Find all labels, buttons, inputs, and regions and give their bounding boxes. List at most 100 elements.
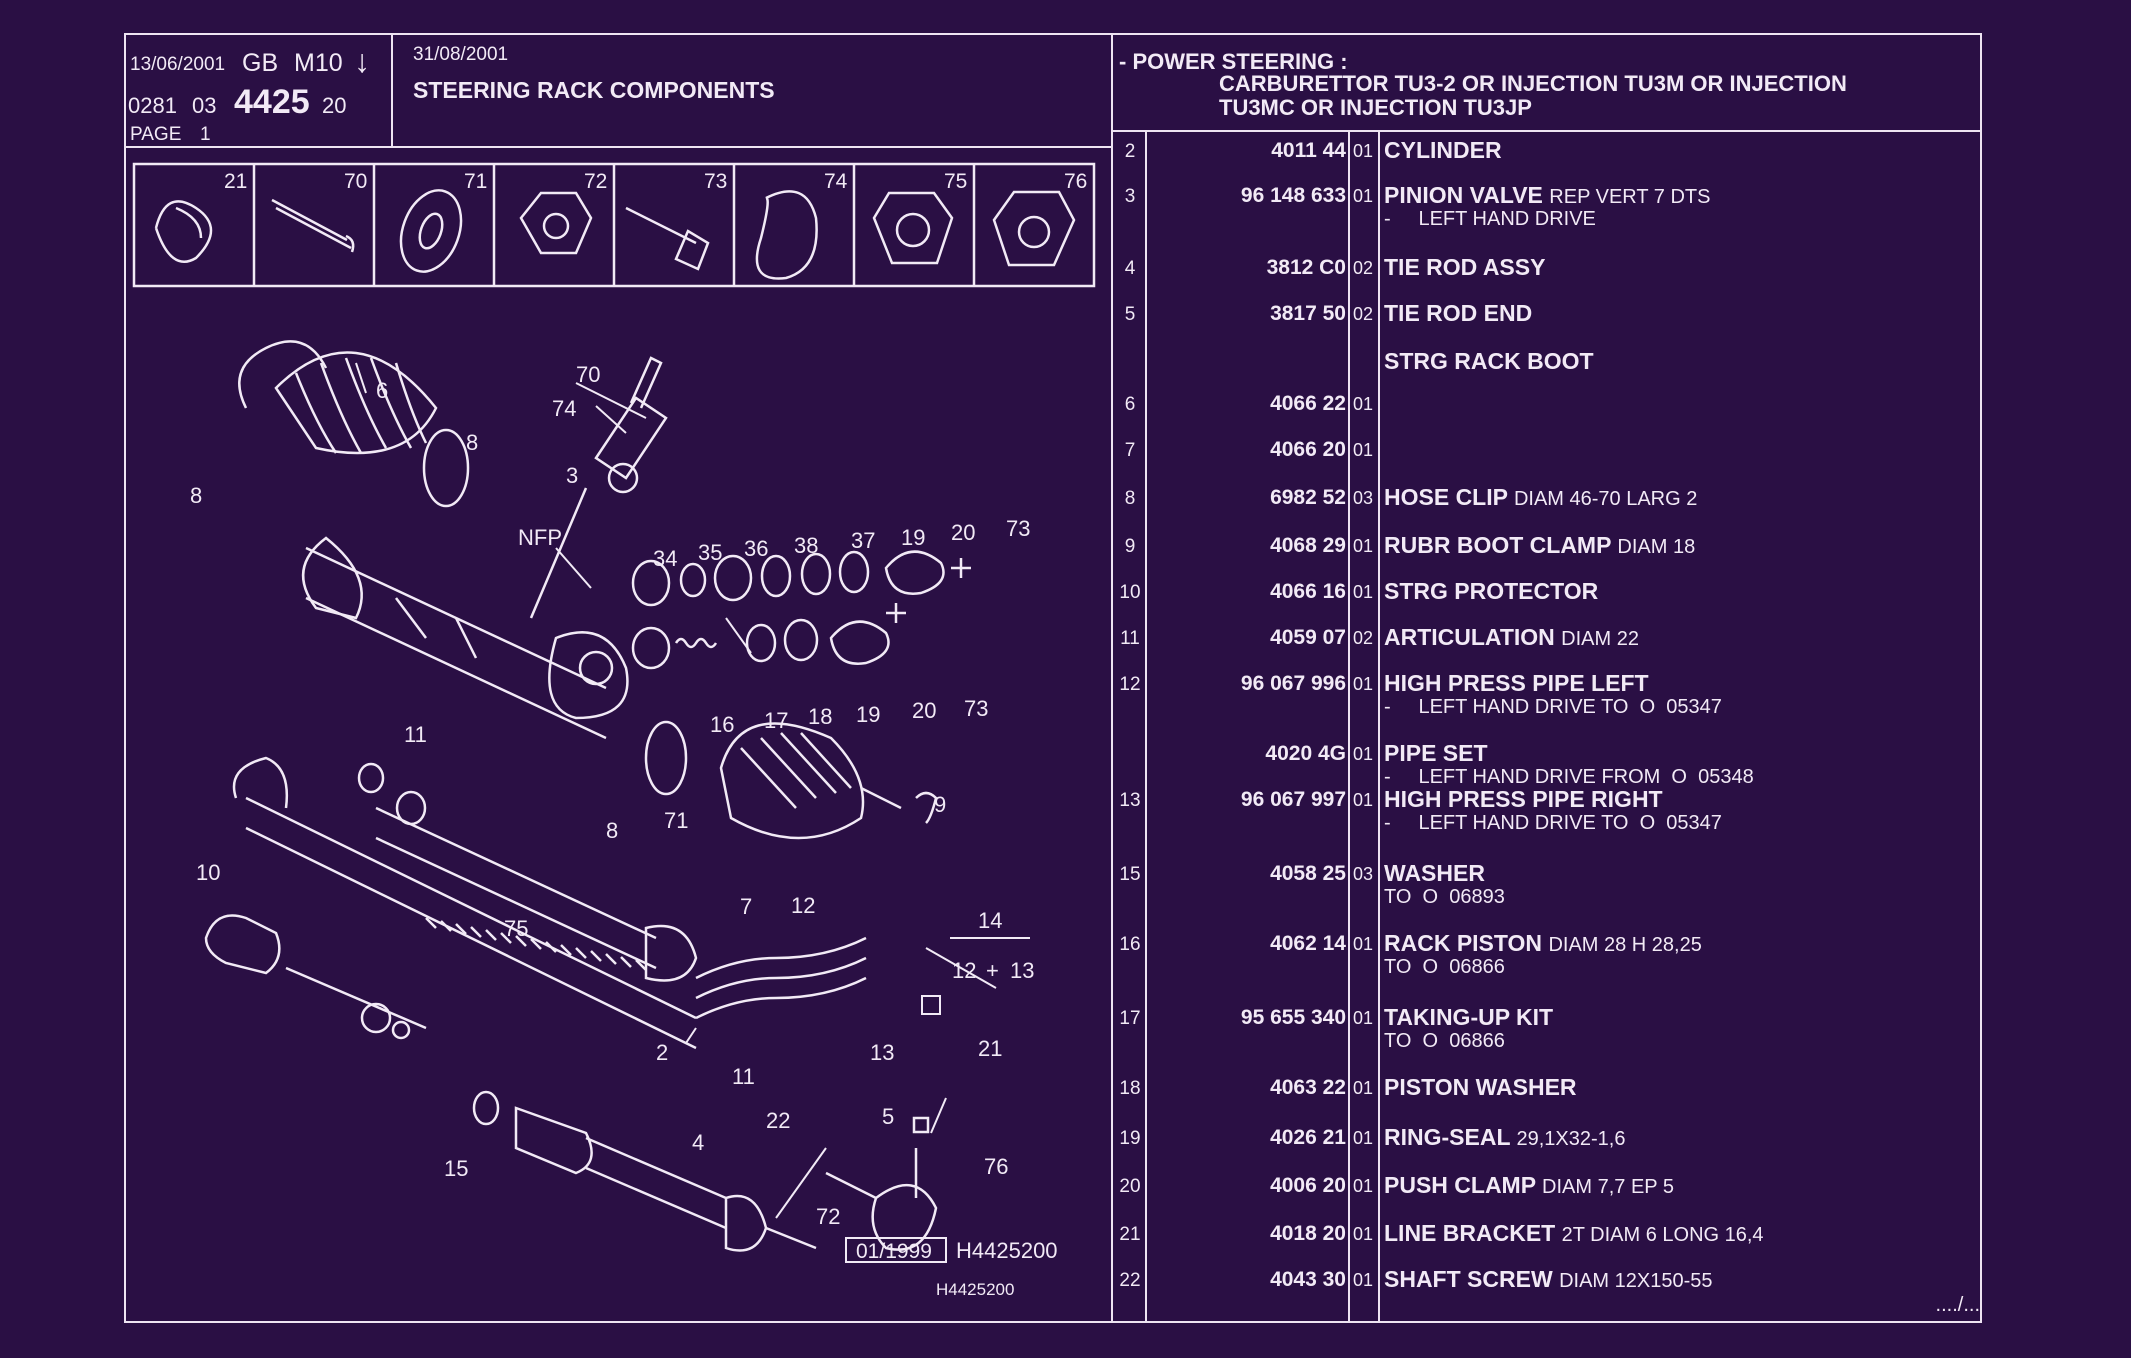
- part-description: WASHER: [1384, 860, 1485, 887]
- tie-rod-end: [825, 1116, 938, 1251]
- item-number: 6: [1124, 394, 1136, 415]
- callout-12: 12: [791, 893, 815, 918]
- date-box: [845, 1237, 947, 1263]
- footer-ref-small: H4425200: [936, 1280, 1014, 1299]
- quantity: 01: [1352, 744, 1374, 764]
- strg-protector: [204, 914, 427, 1040]
- part-reference: 4006 20: [1270, 1174, 1346, 1197]
- quantity: 01: [1352, 186, 1374, 206]
- clip-icon: [154, 200, 213, 263]
- part-reference: 96 067 997: [1240, 788, 1346, 811]
- callout-19: 19: [856, 702, 880, 727]
- part-reference: 4066 16: [1270, 580, 1346, 603]
- section-title: STEERING RACK COMPONENTS: [413, 77, 775, 103]
- callout-20: 20: [951, 520, 975, 545]
- callout-6: 6: [376, 378, 388, 403]
- part-name: ARTICULATION: [1384, 624, 1555, 650]
- item-number: 7: [1124, 440, 1136, 461]
- header-application-block: - POWER STEERING : CARBURETTOR TU3-2 OR …: [1113, 35, 1982, 132]
- market-code: GB: [242, 49, 279, 77]
- item-number: 13: [1119, 790, 1141, 811]
- exploded-diagram-svg: 21 70 71 72 73 74 75 76 6 8 8 70 74 3 NF…: [132, 162, 1096, 1299]
- part-reference: 96 067 996: [1240, 672, 1346, 695]
- callout-72: 72: [816, 1204, 840, 1229]
- quantity: 01: [1352, 790, 1374, 810]
- date-left: 13/06/2001: [130, 54, 226, 75]
- arrow-down-icon: ↓: [354, 43, 370, 79]
- part-name: STRG PROTECTOR: [1384, 578, 1599, 604]
- part-name: SHAFT SCREW: [1384, 1266, 1553, 1292]
- quantity: 01: [1352, 1224, 1374, 1244]
- quantity: 01: [1352, 582, 1374, 602]
- quantity: 02: [1352, 258, 1374, 278]
- quantity: 01: [1352, 394, 1374, 414]
- seal-stack-upper: [631, 550, 971, 607]
- callout-17: 17: [764, 708, 788, 733]
- callout-74: 74: [552, 396, 576, 421]
- part-reference: 4068 29: [1270, 534, 1346, 557]
- callout-70: 70: [576, 362, 600, 387]
- part-name: RING-SEAL: [1384, 1124, 1511, 1150]
- part-spec: DIAM 46-70 LARG 2: [1513, 488, 1698, 510]
- item-number: 16: [1119, 934, 1141, 955]
- callout-nfp: NFP: [518, 525, 562, 550]
- part-reference: 4066 22: [1270, 392, 1346, 415]
- item-number: 11: [1120, 628, 1140, 649]
- part-description: HIGH PRESS PIPE RIGHT: [1384, 786, 1663, 813]
- part-reference: 4063 22: [1270, 1076, 1346, 1099]
- part-description: TIE ROD END: [1384, 300, 1532, 327]
- quantity: 02: [1352, 628, 1374, 648]
- thumb-number-76: 76: [1064, 170, 1087, 193]
- quantity: 02: [1352, 304, 1374, 324]
- footer-date: 01/1999: [856, 1240, 932, 1263]
- item-number: 5: [1124, 304, 1136, 325]
- callout-34: 34: [653, 546, 677, 571]
- part-spec: DIAM 18: [1617, 536, 1696, 558]
- quantity: 01: [1352, 1128, 1374, 1148]
- high-pressure-pipes: [695, 936, 867, 1020]
- callout-76: 76: [984, 1154, 1008, 1179]
- callout-18: 18: [808, 704, 832, 729]
- part-reference: 4066 20: [1270, 438, 1346, 461]
- part-description: HIGH PRESS PIPE LEFT: [1384, 670, 1649, 697]
- callout-35: 35: [698, 540, 722, 565]
- callout-36: 36: [744, 536, 768, 561]
- thumb-number-74: 74: [824, 170, 848, 193]
- thumb-number-21: 21: [224, 170, 247, 193]
- part-note: TO O 06866: [1384, 956, 1505, 978]
- part-reference: 4020 4G: [1265, 742, 1346, 765]
- part-name: HIGH PRESS PIPE RIGHT: [1384, 786, 1663, 812]
- thumb-number-72: 72: [584, 170, 607, 193]
- tie-rod-assembly: [472, 1090, 817, 1252]
- callout-21: 21: [978, 1036, 1002, 1061]
- part-name: TIE ROD ASSY: [1384, 254, 1546, 280]
- part-description: PIPE SET: [1384, 740, 1488, 767]
- item-number: 15: [1119, 864, 1141, 885]
- hex-nut-icon: [519, 191, 593, 255]
- part-name: RACK PISTON: [1384, 930, 1543, 956]
- part-description: PISTON WASHER: [1384, 1074, 1577, 1101]
- part-description: RACK PISTON DIAM 28 H 28,25: [1384, 930, 1702, 957]
- item-number: 9: [1124, 536, 1136, 557]
- bolt-icon: [271, 198, 355, 253]
- callout-37: 37: [851, 528, 875, 553]
- part-reference: 4011 44: [1271, 139, 1346, 162]
- plate-number: 4425: [234, 83, 310, 121]
- callout-73: 73: [1006, 516, 1030, 541]
- thumb-number-70: 70: [344, 170, 367, 193]
- callout-14: 14: [978, 908, 1002, 933]
- spacer-icon: [755, 190, 818, 280]
- callout-20: 20: [912, 698, 936, 723]
- part-description: PUSH CLAMP DIAM 7,7 EP 5: [1384, 1172, 1674, 1199]
- part-description: RING-SEAL 29,1X32-1,6: [1384, 1124, 1625, 1151]
- thumbnail-dividers: [252, 164, 976, 286]
- part-name: WASHER: [1384, 860, 1485, 886]
- rack-boot-lower: [644, 720, 938, 840]
- part-spec: DIAM 12X150-55: [1559, 1270, 1713, 1292]
- part-description: STRG RACK BOOT: [1384, 348, 1594, 375]
- part-name: PIPE SET: [1384, 740, 1488, 766]
- quantity: 01: [1352, 536, 1374, 556]
- part-reference: 4043 30: [1270, 1268, 1346, 1291]
- application-line-3: TU3MC OR INJECTION TU3JP: [1219, 95, 1532, 120]
- continued-marker: ..../...: [1935, 1294, 1980, 1316]
